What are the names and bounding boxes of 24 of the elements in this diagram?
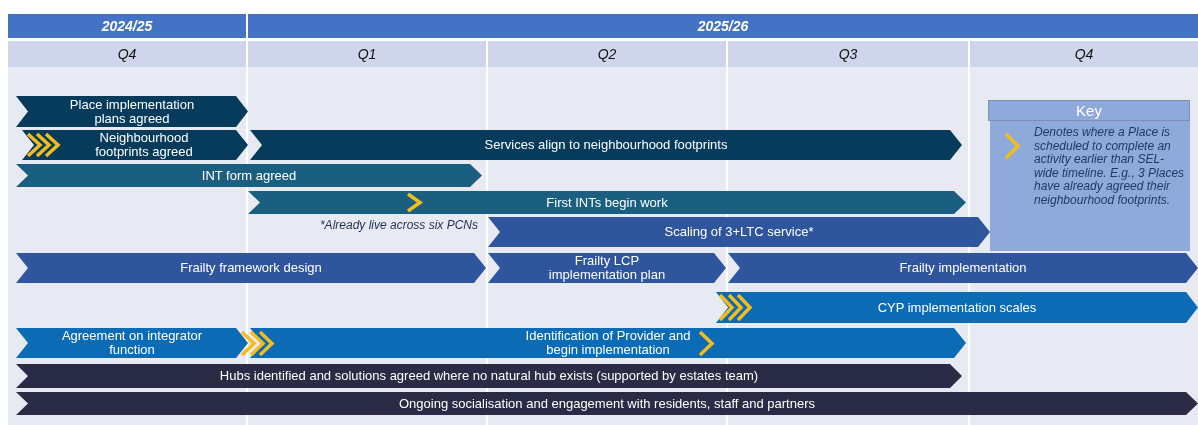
timeline-bar: Neighbourhood footprints agreed — [22, 130, 248, 160]
timeline-bar: Frailty implementation — [728, 253, 1198, 283]
quarter-header: Q4 — [8, 41, 246, 67]
quarter-header: Q3 — [728, 41, 968, 67]
timeline-bar: Hubs identified and solutions agreed where no natural hub exists (supported by estates team) — [16, 364, 962, 388]
timeline-bar: CYP implementation scales — [716, 292, 1198, 323]
legend-text: Denotes where a Place is scheduled to complete an activity earlier than SEL-wide timeline. E.g., 3 Places have already agreed their neighbourhood footprints. — [1034, 126, 1186, 207]
footnote-text: *Already live across six PCNs — [318, 219, 478, 232]
timeline-bar: Frailty LCP implementation plan — [488, 253, 726, 283]
legend-title: Key — [988, 100, 1190, 121]
timeline-bar: Place implementation plans agreed — [16, 96, 248, 127]
timeline-bar: Scaling of 3+LTC service* — [488, 217, 990, 247]
timeline-bar: Identification of Provider and begin implementation — [250, 328, 966, 358]
year-header: 2024/25 — [8, 14, 246, 38]
timeline-bar: First INTs begin work — [248, 191, 966, 214]
year-header: 2025/26 — [248, 14, 1198, 38]
quarter-header: Q4 — [970, 41, 1198, 67]
quarter-header: Q1 — [248, 41, 486, 67]
timeline-bar: Ongoing socialisation and engagement with residents, staff and partners — [16, 392, 1198, 415]
quarter-header: Q2 — [488, 41, 726, 67]
timeline-bar: INT form agreed — [16, 164, 482, 187]
timeline-bar: Agreement on integrator function — [16, 328, 248, 358]
timeline-bar: Services align to neighbourhood footprints — [250, 130, 962, 160]
timeline-bar: Frailty framework design — [16, 253, 486, 283]
